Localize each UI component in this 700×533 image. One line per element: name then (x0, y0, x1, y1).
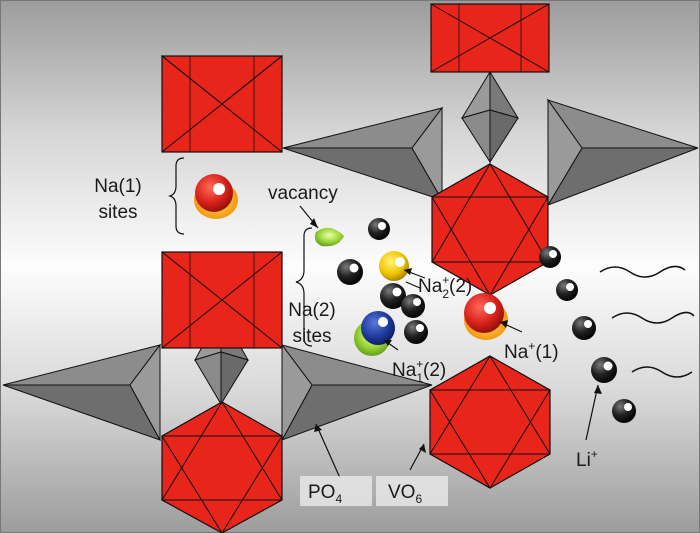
li-base: Li (576, 450, 591, 471)
na2-label: Na(2) (288, 300, 336, 321)
po4-tetrahedron-lower-right (280, 343, 433, 441)
lithium-ion (556, 279, 578, 301)
na1-2-base: Na (392, 360, 417, 381)
po4-label-bg (300, 476, 372, 506)
na1-label: Na(1) (94, 176, 142, 197)
vacancy-label: vacancy (268, 183, 338, 204)
na2-sites-label: sites (292, 326, 331, 347)
na2-brace (295, 227, 313, 347)
na1-2-blue-ion (361, 311, 395, 345)
na1-2-sub: 1 (416, 371, 423, 385)
po4-label: PO4 (308, 482, 342, 506)
vo6-octahedron-square-right-upper (430, 3, 550, 73)
li-label: Li+ (576, 447, 598, 471)
lithium-ion (539, 246, 561, 268)
vo6-octahedron-hexagon-right-lower (429, 355, 551, 489)
na-1-label: Na+(1) (504, 339, 559, 363)
vo6-octahedron-square-left-upper (160, 55, 284, 153)
na2-2-base: Na (418, 276, 443, 297)
lithium-ion (337, 259, 363, 285)
lithium-ion (572, 316, 596, 340)
na1-2-sup: + (416, 357, 423, 371)
na2-2-sup: + (442, 273, 449, 287)
po4-tetrahedron-upper-right (546, 98, 699, 207)
vo6-sub: 6 (415, 492, 422, 506)
po4-tetrahedron-upper-left (282, 106, 444, 202)
vo6-label-bg (376, 476, 448, 506)
lithium-ion (401, 294, 425, 318)
vacancy-site (314, 227, 344, 247)
na-1-tail: (1) (535, 342, 558, 363)
na-1-base: Na (504, 342, 529, 363)
na1-sites-label: sites (98, 202, 137, 223)
po4-tetrahedron-lower-left (2, 343, 162, 441)
lithium-ion (612, 399, 636, 423)
lithium-ion (380, 283, 406, 309)
motion-lines (599, 265, 695, 378)
lithium-ions (337, 218, 636, 423)
vo6-base: VO (388, 482, 415, 503)
po4-tetrahedron-upper-middle (460, 70, 520, 164)
na-1-red-ion (464, 293, 508, 340)
na2-2-sub: 2 (442, 287, 449, 301)
na1-site-sodium-ion (194, 174, 238, 219)
na-1-sup: + (528, 339, 535, 353)
li-sup: + (591, 447, 598, 461)
vo6-label: VO6 (388, 482, 422, 506)
na2-2-label: Na+2(2) (418, 273, 472, 301)
po4-base: PO (308, 482, 335, 503)
vo6-octahedron-hexagon-left-lower (161, 401, 283, 533)
vo6-octahedron-square-left-middle (161, 251, 283, 349)
po4-sub: 4 (335, 492, 342, 506)
na1-2-label: Na+1(2) (392, 357, 446, 385)
na1-brace (168, 157, 185, 235)
na1-2-tail: (2) (423, 360, 446, 381)
na2-2-yellow-ion (379, 251, 409, 281)
lithium-ion (368, 218, 390, 240)
lithium-ion (404, 320, 428, 344)
na2-2-tail: (2) (449, 276, 472, 297)
arrow-heads (310, 218, 602, 453)
lithium-ion (591, 357, 617, 383)
